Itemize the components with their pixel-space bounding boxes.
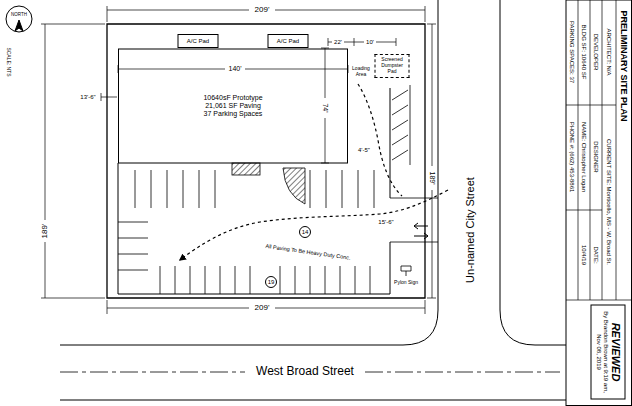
- equipment-pad: A/C Pad: [178, 34, 219, 48]
- node-text: Screened Dumpster Pad: [378, 57, 407, 74]
- title-block-field: CURRENT SITE: Monticello, MS - W. Broad …: [606, 138, 613, 266]
- parking-stalls: [118, 222, 148, 270]
- property-line: [107, 24, 425, 298]
- title-block-field: 10/4/19: [581, 244, 588, 266]
- pylon-sign-symbol: [401, 266, 411, 276]
- node-text: 10640sF Prototype: [203, 93, 262, 101]
- dimension-label: 140': [227, 65, 242, 73]
- street-curb: [60, 400, 566, 401]
- parking-curb: [118, 88, 390, 294]
- scale-note: SCALE: NTS: [5, 46, 11, 77]
- parking-stalls: [160, 266, 370, 294]
- node-text: By Brandon Brown at 9:19 am, Nov 08, 201…: [595, 309, 609, 396]
- dimension-label: 209': [254, 303, 271, 312]
- dimension-label: 4'-5": [357, 147, 371, 154]
- dimension-label: 74': [321, 102, 329, 113]
- sign-label: Pylon Sign: [393, 280, 419, 286]
- dimension-line: [328, 38, 396, 46]
- traffic-arrow: [414, 223, 428, 239]
- truck-path: [358, 84, 402, 196]
- dimension-line: [107, 300, 425, 314]
- title-block-field: BLDG SF: 10640 SF: [581, 23, 588, 80]
- dimension-label: 13'-6": [79, 94, 96, 101]
- sheet-title: PRELIMINARY SITE PLAN: [619, 9, 629, 122]
- street-name: West Broad Street: [255, 365, 355, 379]
- dimension-line: [107, 6, 425, 22]
- dimension-line: [321, 48, 329, 163]
- parking-stalls: [135, 170, 374, 208]
- north-arrow: [6, 6, 32, 32]
- title-block-grid: [566, 0, 632, 300]
- title-block-field: DESIGNER: [593, 140, 600, 173]
- dimension-label: 189': [40, 223, 49, 240]
- street-curb: [60, 0, 438, 345]
- node-text: A/C Pad: [187, 38, 209, 45]
- dimension-line: [41, 24, 105, 298]
- dimension-label: 10': [365, 39, 375, 46]
- plan-lines: [6, 0, 632, 406]
- node-text: 37 Parking Spaces: [204, 110, 263, 118]
- dimension-line: [427, 24, 436, 298]
- dimension-label: 189': [428, 170, 436, 185]
- street-curb: [500, 0, 566, 345]
- node-text: REVIEWED: [609, 323, 622, 382]
- dimension-label: 22': [333, 39, 343, 46]
- title-block-field: DEVELOPER: [593, 33, 600, 72]
- title-block-field: PHONE #: (662) 453-8861: [569, 121, 576, 194]
- north-label: NORTH: [10, 12, 28, 17]
- node-text: 21,061 SF Paving: [205, 101, 261, 109]
- driveway: [390, 198, 438, 242]
- dimension-line: [118, 65, 348, 73]
- dimension-label: 15'-6": [377, 219, 394, 226]
- north-arrow: [15, 20, 23, 31]
- hatched-entry: [232, 163, 260, 175]
- node-text: A/C Pad: [277, 38, 299, 45]
- site-note: All Paving To Be Heavy Duty Conc.: [264, 243, 352, 261]
- title-block-field: NAME: Christopher Logan: [581, 121, 588, 193]
- street-name: Un-named City Street: [464, 176, 477, 284]
- title-block-border: [566, 0, 632, 406]
- equipment-pad: A/C Pad: [268, 34, 309, 48]
- title-block-field: ARCHITECT: N/A: [606, 27, 613, 76]
- dumpster-pad: Screened Dumpster Pad: [375, 54, 410, 78]
- title-block-field: PARKING SPACES: 37: [569, 20, 576, 84]
- dimension-line: [101, 93, 117, 101]
- title-block-field: DATE:: [593, 245, 600, 264]
- angled-stalls: [392, 85, 410, 165]
- callout-number: 19: [265, 276, 277, 288]
- dimension-label: 209': [254, 5, 271, 14]
- area-label: Loading Area: [350, 66, 372, 78]
- callout-number: 14: [299, 226, 311, 238]
- hatched-ramp: [283, 168, 305, 204]
- review-stamp: REVIEWEDBy Brandon Brown at 9:19 am, Nov…: [591, 305, 626, 400]
